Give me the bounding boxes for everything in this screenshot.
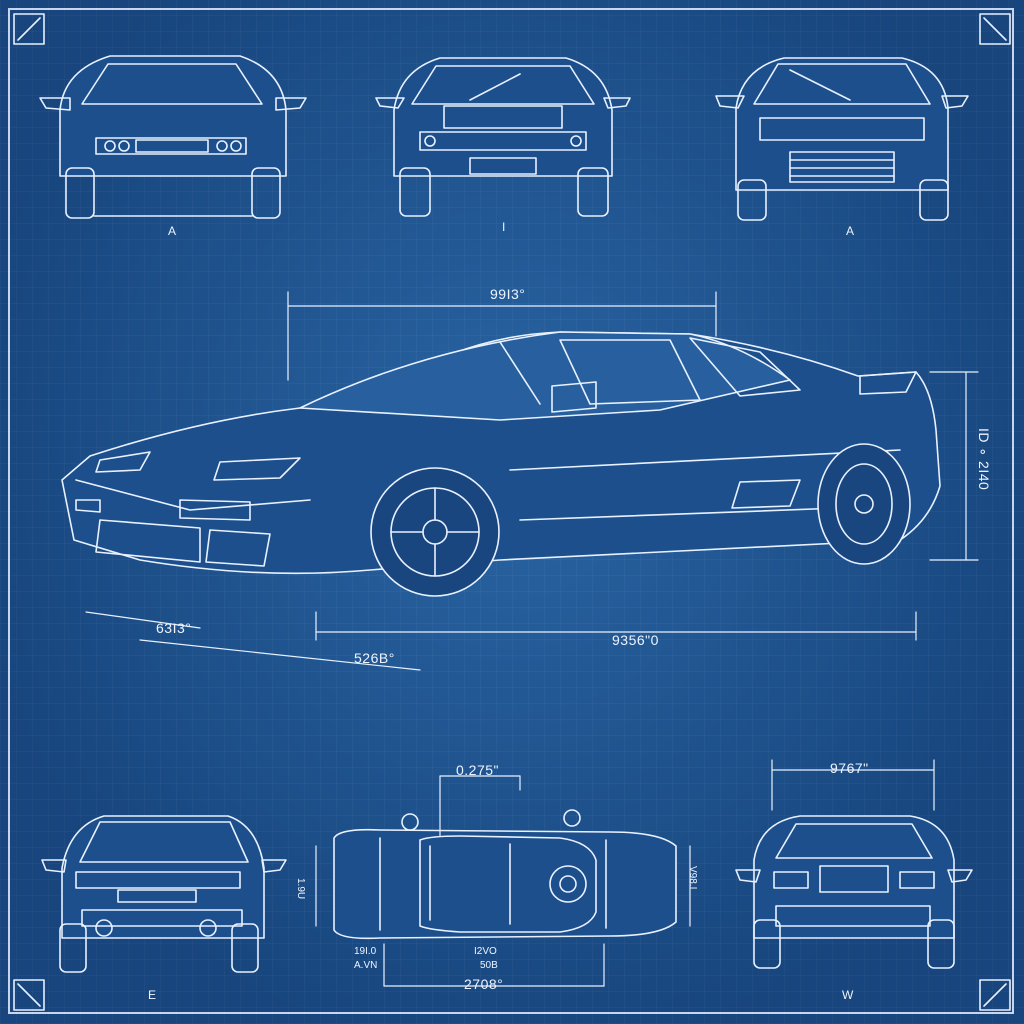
rear-right-view-label: W — [842, 988, 854, 1002]
blueprint-frame — [8, 8, 1014, 1014]
top-view-bottom-dimension: 2708° — [464, 976, 504, 992]
front-view-middle — [375, 57, 631, 217]
front-left-view-label: A — [168, 224, 177, 238]
front-view-right — [715, 57, 969, 221]
main-top-dimension: 99I3° — [490, 286, 526, 302]
rear-view-left — [41, 815, 287, 973]
rear-view-right — [735, 759, 973, 969]
top-view-small-left-label-1: 19I.0 — [354, 946, 377, 957]
top-view — [315, 775, 691, 987]
top-view-small-mid-label-2: 50B — [480, 960, 498, 971]
front-view-left — [39, 55, 307, 219]
front-right-view-label: A — [846, 224, 855, 238]
top-view-small-left-label-2: A.VN — [354, 960, 378, 971]
main-left-low-dimension: 63I3° — [156, 620, 192, 636]
front-middle-view-label: I — [502, 220, 506, 234]
corner-marks — [13, 13, 1011, 1011]
main-bottom-rear-dimension: 9356"0 — [612, 632, 659, 648]
top-view-top-dimension: 0.275" — [456, 762, 500, 778]
main-dimension-lines — [85, 291, 979, 671]
main-car-perspective — [61, 331, 941, 597]
top-view-small-mid-label-1: I2VO — [474, 946, 497, 957]
main-right-dimension: ID ∘ 2I40 — [976, 428, 992, 491]
top-view-right-dimension: V98.I — [687, 866, 698, 890]
rear-left-view-label: E — [148, 988, 157, 1002]
top-view-left-dimension: 1.9U — [295, 878, 306, 900]
rear-right-top-dimension: 9767" — [830, 760, 869, 776]
main-bottom-front-dimension: 526B° — [354, 650, 395, 666]
